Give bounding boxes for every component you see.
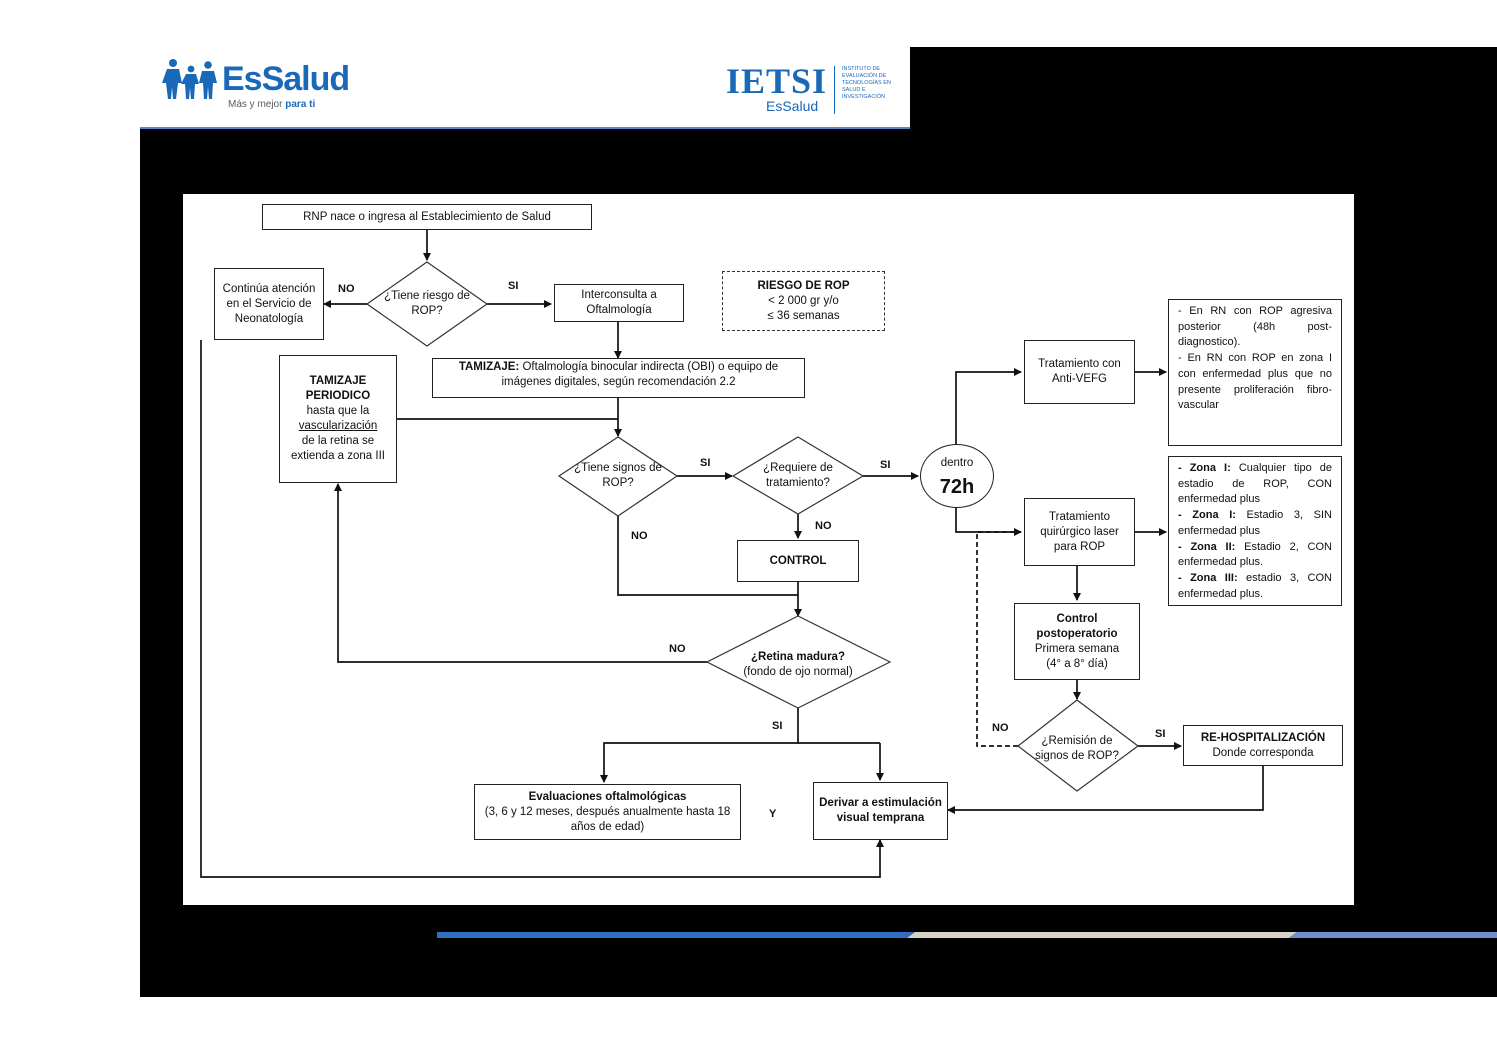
ietsi-wordmark: IETSI: [726, 61, 828, 101]
risk-decision-shape: [365, 261, 489, 347]
risk-decision-text: ¿Tiene riesgo de ROP?: [384, 290, 470, 317]
laser-note-item: - Zona I: Cualquier tipo de estadio de R…: [1178, 462, 1332, 506]
si-label: SI: [1155, 728, 1166, 740]
retina-decision-shape: [705, 615, 892, 709]
signs-decision-shape: [557, 436, 679, 517]
screening-box: TAMIZAJE: Oftalmología binocular indirec…: [432, 358, 805, 398]
anti-vegf-note-line-1: - En RN con ROP agresiva posterior (48h …: [1178, 305, 1332, 349]
no-label: NO: [815, 520, 832, 532]
control-box: CONTROL: [737, 540, 859, 582]
no-label: NO: [631, 530, 648, 542]
laser-note: - Zona I: Cualquier tipo de estadio de R…: [1168, 456, 1342, 606]
laser-box: Tratamiento quirúrgico laser para ROP: [1024, 498, 1135, 566]
eye-evaluations-text: (3, 6 y 12 meses, después anualmente has…: [484, 805, 731, 833]
no-label: NO: [338, 283, 355, 295]
rehospitalization-box: RE-HOSPITALIZACIÓN Donde corresponda: [1183, 725, 1343, 766]
eye-evaluations-title: Evaluaciones oftalmológicas: [528, 790, 687, 803]
remission-decision-shape: [1017, 699, 1140, 792]
signs-decision-text: ¿Tiene signos de ROP?: [574, 462, 662, 489]
eye-evaluations-box: Evaluaciones oftalmológicas (3, 6 y 12 m…: [474, 784, 741, 840]
screening-text: Oftalmología binocular indirecta (OBI) o…: [501, 361, 779, 388]
retina-question: ¿Retina madura?: [751, 651, 845, 663]
family-icon: [162, 59, 217, 99]
anti-vegf-note-line-2: - En RN con ROP en zona I con enfermedad…: [1178, 352, 1332, 412]
anti-vegf-note: - En RN con ROP agresiva posterior (48h …: [1168, 299, 1342, 446]
ietsi-subtitle: EsSalud: [766, 98, 819, 114]
remission-decision-text: ¿Remisión de signos de ROP?: [1035, 735, 1119, 762]
periodic-title-1: TAMIZAJE: [309, 375, 367, 387]
within-72h-circle: [920, 444, 994, 508]
treatment-decision-shape: [731, 436, 865, 515]
risk-criteria-box: RIESGO DE ROP < 2 000 gr y/o ≤ 36 semana…: [722, 271, 885, 331]
periodic-title-2: PERIODICO: [305, 390, 371, 402]
screening-label: TAMIZAJE:: [458, 361, 520, 373]
risk-criteria-line2: ≤ 36 semanas: [767, 309, 840, 322]
risk-criteria-line1: < 2 000 gr y/o: [768, 294, 839, 307]
laser-note-item: - Zona III: estadio 3, CON enfermedad pl…: [1178, 571, 1332, 600]
within-label: dentro: [940, 457, 974, 469]
periodic-screening-box: TAMIZAJE PERIODICO hasta que la vascular…: [279, 355, 397, 483]
ietsi-separator: [834, 66, 835, 114]
no-label: NO: [992, 722, 1009, 734]
essalud-wordmark: EsSalud: [222, 60, 350, 98]
no-label: NO: [669, 643, 686, 655]
si-label: SI: [772, 720, 783, 732]
retina-decision-text: ¿Retina madura? (fondo de ojo normal): [729, 640, 867, 690]
rehospitalization-title: RE-HOSPITALIZACIÓN: [1200, 731, 1326, 744]
si-label: SI: [508, 280, 519, 292]
risk-criteria-title: RIESGO DE ROP: [757, 279, 850, 292]
periodic-text-1: hasta que la: [306, 405, 370, 417]
ietsi-description: INSTITUTO DE EVALUACIÓN DE TECNOLOGÍAS E…: [842, 66, 891, 100]
laser-note-item: - Zona I: Estadio 3, SIN enfermedad plus: [1178, 509, 1332, 537]
footer-decorative-bar: [437, 932, 1497, 938]
postop-title: Control postoperatorio: [1036, 612, 1118, 640]
flowchart-connectors: [200, 230, 1264, 878]
si-label: SI: [880, 459, 891, 471]
essalud-tagline: Más y mejor para ti: [228, 99, 316, 110]
header-band: [140, 47, 910, 129]
interconsult-box: Interconsulta a Oftalmología: [554, 284, 684, 322]
visual-stimulation-box: Derivar a estimulación visual temprana: [813, 782, 948, 840]
anti-vegf-box: Tratamiento con Anti-VEFG: [1024, 340, 1135, 404]
and-label: Y: [769, 808, 777, 820]
continue-care-box: Continúa atención en el Servicio de Neon…: [214, 268, 324, 340]
postop-text-1: Primera semana: [1034, 642, 1120, 655]
rehospitalization-text: Donde corresponda: [1212, 746, 1314, 759]
within-value: 72h: [939, 476, 975, 498]
start-box: RNP nace o ingresa al Establecimiento de…: [262, 204, 592, 230]
si-label: SI: [700, 457, 711, 469]
rop-flowchart: RNP nace o ingresa al Establecimiento de…: [183, 194, 1354, 905]
periodic-text-2: de la retina se extienda a zona III: [291, 435, 385, 462]
periodic-underlined: vascularización: [298, 420, 378, 432]
postop-text-2: (4° a 8° día): [1046, 657, 1108, 670]
postop-box: Control postoperatorio Primera semana (4…: [1014, 603, 1140, 680]
treatment-decision-text: ¿Requiere de tratamiento?: [763, 462, 833, 489]
header-divider: [140, 127, 910, 129]
laser-note-item: - Zona II: Estadio 2, CON enfermedad plu…: [1178, 540, 1333, 569]
retina-qualifier: (fondo de ojo normal): [743, 666, 853, 678]
